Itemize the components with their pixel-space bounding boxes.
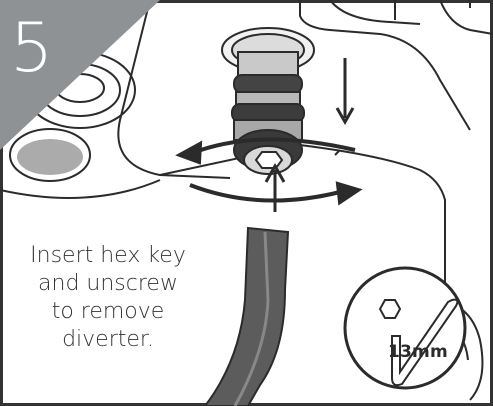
- up-arrow-icon: [264, 162, 286, 212]
- instruction-line: to remove: [51, 299, 165, 324]
- down-arrow-icon: [335, 58, 355, 126]
- rotate-arrow-icon: [175, 137, 363, 206]
- hex-key-icon: [391, 298, 459, 387]
- hexagon-icon: [378, 299, 402, 319]
- step-number: 5: [10, 9, 54, 88]
- tool-inset: [343, 266, 484, 401]
- hex-key: [203, 226, 290, 406]
- tool-size-label: 13mm: [388, 342, 448, 362]
- instruction-line: Insert hex key: [30, 243, 186, 268]
- instruction-line: diverter.: [62, 327, 154, 352]
- instruction-line: and unscrew: [38, 271, 178, 296]
- instruction-text: Insert hex key and unscrew to remove div…: [8, 242, 208, 354]
- step-badge: [0, 0, 160, 150]
- diverter-cartridge: [221, 27, 315, 175]
